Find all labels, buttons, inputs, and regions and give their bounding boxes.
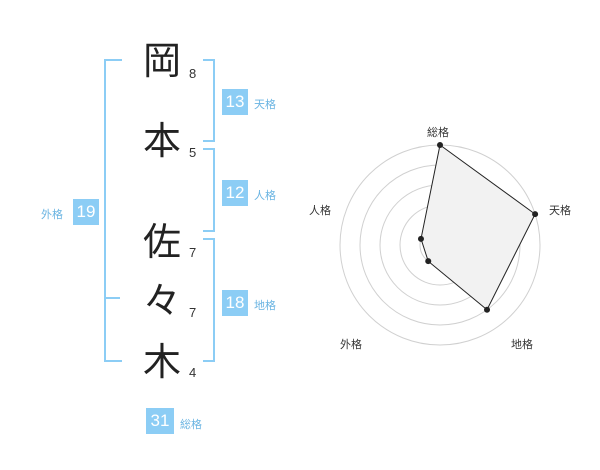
name-char-1: 岡 (142, 39, 181, 83)
chikaku-label: 地格 (254, 299, 276, 312)
gaikaku-value: 19 (73, 199, 99, 225)
chikaku-bracket (203, 238, 215, 362)
name-char-3: 佐 (142, 220, 181, 264)
jinkaku-label: 人格 (254, 189, 276, 202)
tenkaku-bracket (203, 59, 215, 142)
radar-point-5 (417, 235, 424, 242)
gaikaku-label: 外格 (41, 208, 63, 221)
soukaku-label: 総格 (180, 418, 202, 431)
radar-label-jinkaku: 人格 (309, 204, 331, 217)
radar-point-2 (532, 211, 539, 218)
stroke-count-3: 7 (189, 245, 197, 260)
chikaku-value: 18 (222, 290, 248, 316)
tenkaku-value: 13 (222, 89, 248, 115)
radar-point-3 (484, 306, 491, 313)
radar-label-soukaku: 総格 (427, 126, 449, 139)
stroke-count-2: 5 (189, 145, 197, 160)
radar-points (417, 142, 539, 313)
jinkaku-value: 12 (222, 180, 248, 206)
radar-chart (339, 142, 541, 346)
radar-label-tenkaku: 天格 (549, 204, 571, 217)
stroke-count-4: 7 (189, 305, 197, 320)
radar-point-1 (437, 142, 443, 148)
radar-label-chikaku: 地格 (511, 338, 533, 351)
gaikaku-bracket-mid (104, 297, 120, 299)
stroke-count-5: 4 (189, 365, 197, 380)
radar-polygon (420, 144, 536, 311)
stroke-count-1: 8 (189, 66, 197, 81)
gaikaku-bracket (104, 59, 122, 362)
soukaku-value: 31 (146, 408, 174, 434)
name-char-4: 々 (142, 279, 181, 323)
name-char-2: 本 (142, 119, 181, 163)
name-char-5: 木 (142, 340, 181, 384)
radar-label-gaikaku: 外格 (340, 338, 362, 351)
radar-point-4 (425, 258, 432, 265)
jinkaku-bracket (203, 148, 215, 232)
tenkaku-label: 天格 (254, 98, 276, 111)
